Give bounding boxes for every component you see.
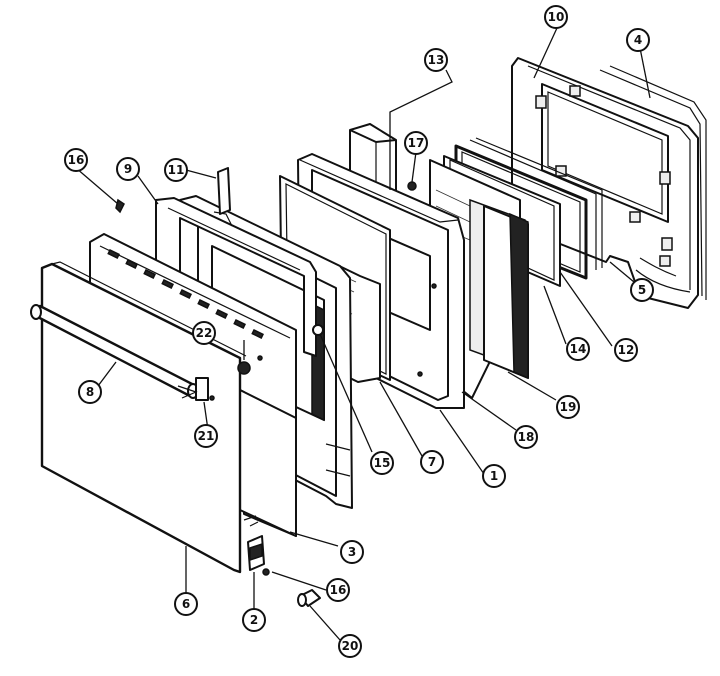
svg-text:10: 10 (548, 10, 565, 24)
svg-text:20: 20 (342, 639, 359, 653)
svg-text:12: 12 (618, 343, 635, 357)
inner-door-liner (511, 57, 707, 309)
svg-text:16: 16 (330, 583, 347, 597)
svg-text:14: 14 (570, 342, 587, 356)
callout-1: 1 (482, 464, 506, 488)
callout-5: 5 (630, 278, 654, 302)
svg-text:11: 11 (168, 163, 185, 177)
svg-text:5: 5 (638, 283, 646, 297)
callout-12: 12 (614, 338, 638, 362)
callout-8: 8 (78, 380, 102, 404)
clip-17 (407, 181, 417, 191)
callout-20: 20 (338, 634, 362, 658)
callout-15: 15 (370, 451, 394, 475)
callout-6: 6 (174, 592, 198, 616)
seal-strip (469, 137, 603, 270)
callout-16-top: 16 (64, 148, 88, 172)
callout-13: 13 (424, 48, 448, 72)
callout-4: 4 (626, 28, 650, 52)
svg-text:6: 6 (182, 597, 190, 611)
callout-2: 2 (242, 608, 266, 632)
callout-7: 7 (420, 450, 444, 474)
door-screw (237, 355, 263, 375)
leader-lines (75, 27, 651, 641)
svg-text:17: 17 (408, 136, 425, 150)
hinge-clip (213, 167, 233, 227)
svg-text:2: 2 (250, 613, 258, 627)
callout-17: 17 (404, 131, 428, 155)
callout-21: 21 (194, 424, 218, 448)
latch-plate (177, 377, 215, 401)
callout-22: 22 (192, 321, 216, 345)
callout-3: 3 (340, 540, 364, 564)
svg-text:7: 7 (428, 455, 436, 469)
svg-text:15: 15 (374, 456, 391, 470)
svg-text:18: 18 (518, 430, 535, 444)
svg-text:21: 21 (198, 429, 215, 443)
hinge-pin-assembly (243, 515, 321, 607)
callout-19: 19 (556, 395, 580, 419)
svg-text:4: 4 (634, 33, 642, 47)
small-screw-top-left (115, 198, 125, 214)
svg-text:16: 16 (68, 153, 85, 167)
svg-text:9: 9 (124, 162, 132, 176)
hinge-rivet-15 (312, 324, 324, 336)
callout-18: 18 (514, 425, 538, 449)
callout-11: 11 (164, 158, 188, 182)
callout-10: 10 (544, 5, 568, 29)
svg-text:8: 8 (86, 385, 94, 399)
svg-text:1: 1 (490, 469, 498, 483)
callout-14: 14 (566, 337, 590, 361)
svg-text:22: 22 (196, 326, 213, 340)
svg-text:13: 13 (428, 53, 445, 67)
callout-16-bottom: 16 (326, 578, 350, 602)
svg-text:19: 19 (560, 400, 577, 414)
callout-9: 9 (116, 157, 140, 181)
svg-text:3: 3 (348, 545, 356, 559)
